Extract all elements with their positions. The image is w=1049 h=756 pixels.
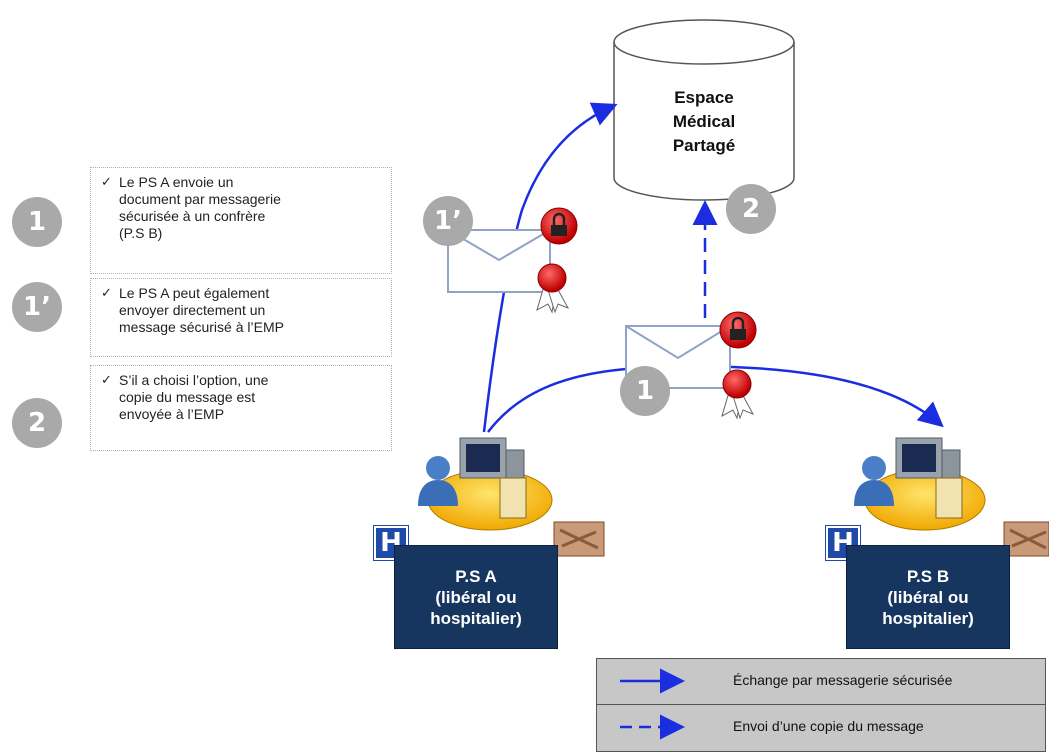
- step-line: envoyer directement un: [119, 302, 266, 318]
- step-box-2: ✓ S’il a choisi l’option, une copie du m…: [90, 365, 392, 451]
- step-text-1prime: Le PS A peut également envoyer directeme…: [119, 285, 389, 336]
- step-line: copie du message est: [119, 389, 256, 405]
- step-line: Le PS A peut également: [119, 285, 270, 301]
- ps-a-line: hospitalier): [430, 608, 522, 628]
- ps-b-box: P.S B (libéral ou hospitalier): [846, 545, 1010, 649]
- diagram-badge-2: 2: [726, 184, 776, 234]
- workstation-psa-icon: [418, 437, 553, 531]
- check-icon: ✓: [101, 372, 112, 387]
- ps-b-line: P.S B: [906, 566, 950, 586]
- ps-a-line: P.S A: [455, 566, 497, 586]
- lock-icon: [719, 311, 757, 349]
- wax-seal-icon: [536, 263, 570, 314]
- ps-b-line: (libéral ou: [887, 587, 969, 607]
- lock-icon: [540, 207, 578, 245]
- storage-cylinder: [613, 19, 795, 201]
- step-line: S’il a choisi l’option, une: [119, 372, 269, 388]
- envelope-1prime: [447, 229, 551, 293]
- step-text-2: S’il a choisi l’option, une copie du mes…: [119, 372, 389, 423]
- arrow-psa-to-emp: [482, 102, 618, 433]
- step-line: (P.S B): [119, 225, 163, 241]
- step-line: sécurisée à un confrère: [119, 208, 266, 224]
- check-icon: ✓: [101, 174, 112, 189]
- diagram-badge-1: 1: [620, 366, 670, 416]
- storage-line: Médical: [672, 112, 736, 131]
- step-badge-1prime: 1’: [12, 282, 62, 332]
- step-line: Le PS A envoie un: [119, 174, 234, 190]
- step-text-1: Le PS A envoie un document par messageri…: [119, 174, 389, 242]
- check-icon: ✓: [101, 285, 112, 300]
- storage-line: Partagé: [672, 136, 736, 155]
- step-box-1prime: ✓ Le PS A peut également envoyer directe…: [90, 278, 392, 357]
- storage-line: Espace: [674, 88, 734, 107]
- health-card-psa-icon: [553, 521, 605, 557]
- step-line: envoyée à l’EMP: [119, 406, 225, 422]
- ps-b-line: hospitalier): [882, 608, 974, 628]
- wax-seal-icon: [721, 369, 755, 420]
- diagram-badge-1prime: 1’: [423, 196, 473, 246]
- workstation-psb-icon: [854, 437, 986, 531]
- legend-dashed-label: Envoi d’une copie du message: [733, 718, 924, 734]
- ps-a-box: P.S A (libéral ou hospitalier): [394, 545, 558, 649]
- health-card-psb-icon: [1003, 521, 1049, 557]
- step-line: document par messagerie: [119, 191, 281, 207]
- step-box-1: ✓ Le PS A envoie un document par message…: [90, 167, 392, 274]
- legend-solid-label: Échange par messagerie sécurisée: [733, 672, 953, 688]
- ps-a-line: (libéral ou: [435, 587, 517, 607]
- step-badge-1: 1: [12, 197, 62, 247]
- step-line: message sécurisé à l’EMP: [119, 319, 284, 335]
- hospital-h-psb: H: [826, 526, 860, 560]
- legend: Échange par messagerie sécurisée Envoi d…: [596, 658, 1046, 752]
- legend-row-dashed: Envoi d’une copie du message: [597, 705, 1045, 750]
- legend-row-solid: Échange par messagerie sécurisée: [597, 659, 1045, 705]
- storage-label: Espace Médical Partagé: [634, 86, 774, 158]
- step-badge-2: 2: [12, 398, 62, 448]
